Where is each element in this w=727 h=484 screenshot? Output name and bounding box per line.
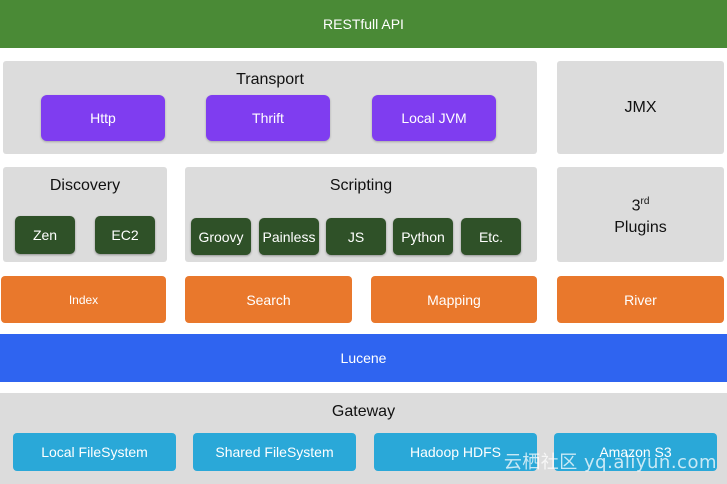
jmx-panel: JMX — [557, 61, 724, 154]
transport-panel: Transport Http Thrift Local JVM — [3, 61, 537, 154]
transport-thrift: Thrift — [206, 95, 330, 141]
plugins-superscript: rd — [640, 196, 650, 208]
discovery-zen: Zen — [15, 216, 75, 254]
gateway-hadoop-hdfs: Hadoop HDFS — [374, 433, 537, 471]
scripting-title: Scripting — [329, 177, 393, 194]
scripting-etc: Etc. — [461, 218, 521, 255]
lucene-label: Lucene — [340, 350, 387, 366]
module-index-label: Index — [68, 292, 99, 307]
restful-api-label: RESTfull API — [323, 16, 404, 32]
scripting-panel: Scripting Groovy Painless JS Python Etc. — [185, 167, 537, 262]
plugins-label: Plugins — [614, 218, 667, 236]
discovery-panel: Discovery Zen EC2 — [3, 167, 167, 262]
module-search: Search — [185, 276, 352, 323]
transport-local-jvm: Local JVM — [372, 95, 496, 141]
scripting-groovy: Groovy — [191, 218, 251, 255]
lucene-bar: Lucene — [0, 334, 727, 382]
module-mapping: Mapping — [371, 276, 537, 323]
module-search-label: Search — [246, 291, 291, 308]
module-mapping-label: Mapping — [427, 291, 481, 308]
gateway-panel: Gateway Local FileSystem Shared FileSyst… — [0, 393, 727, 484]
gateway-shared-filesystem: Shared FileSystem — [193, 433, 356, 471]
plugins-number: 3 — [631, 197, 641, 215]
watermark: 云栖社区 yq.aliyun.com — [503, 452, 717, 473]
discovery-ec2: EC2 — [95, 216, 155, 254]
module-river-label: River — [624, 291, 657, 308]
gateway-amazon-s3: Amazon S3 — [554, 433, 717, 471]
transport-http: Http — [41, 95, 165, 141]
gateway-local-filesystem: Local FileSystem — [13, 433, 176, 471]
discovery-title: Discovery — [49, 177, 121, 194]
scripting-python: Python — [393, 218, 453, 255]
plugins-ordinal: 3rd — [632, 191, 650, 216]
module-index: Index — [1, 276, 166, 323]
scripting-painless: Painless — [259, 218, 319, 255]
transport-title: Transport — [236, 71, 304, 88]
gateway-title: Gateway — [331, 403, 396, 420]
module-river: River — [557, 276, 724, 323]
scripting-js: JS — [326, 218, 386, 255]
jmx-label: JMX — [624, 98, 657, 116]
third-party-plugins-panel: 3rd Plugins — [557, 167, 724, 262]
restful-api-bar: RESTfull API — [0, 0, 727, 48]
